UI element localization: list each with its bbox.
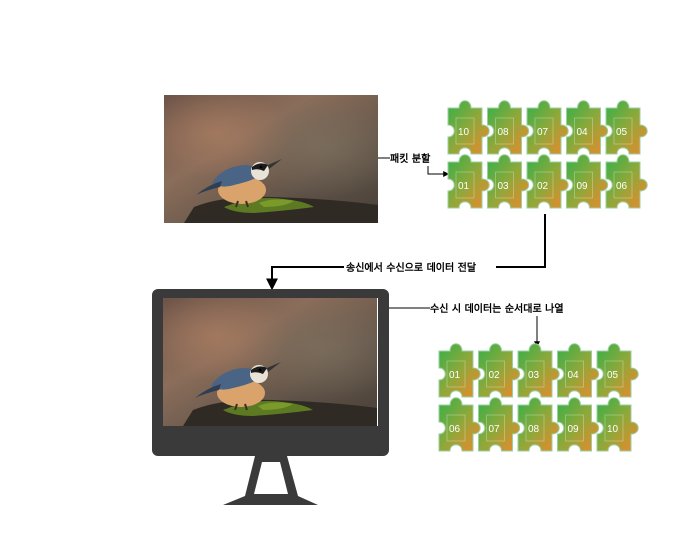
puzzle-piece: 09 <box>557 397 600 452</box>
puzzle-piece: 05 <box>605 100 648 155</box>
puzzle-piece-number: 07 <box>537 127 549 138</box>
puzzle-piece: 08 <box>517 397 560 452</box>
packet-split-label-group: 패킷 분할 <box>378 152 450 177</box>
puzzle-piece-number: 10 <box>607 424 619 435</box>
puzzle-piece: 08 <box>487 100 530 155</box>
puzzle-piece: 03 <box>517 343 560 398</box>
puzzle-piece-number: 01 <box>458 181 470 192</box>
puzzle-piece: 03 <box>487 154 530 209</box>
reassemble-label-group: 수신 시 데이터는 순서대로 나열 <box>389 302 564 348</box>
puzzle-piece-number: 05 <box>616 127 628 138</box>
puzzle-piece-number: 05 <box>607 370 619 381</box>
puzzle-piece-number: 09 <box>568 424 580 435</box>
puzzle-piece-number: 09 <box>577 181 589 192</box>
puzzle-piece: 07 <box>526 100 569 155</box>
transmit-arrow <box>266 214 546 291</box>
puzzle-piece-number: 02 <box>537 181 549 192</box>
packet-split-label: 패킷 분할 <box>390 152 431 165</box>
puzzle-piece-number: 08 <box>528 424 540 435</box>
transmit-label: 송신에서 수신으로 데이터 전달 <box>346 261 477 274</box>
puzzle-piece-number: 04 <box>577 127 589 138</box>
puzzle-piece: 06 <box>438 397 481 452</box>
puzzle-piece: 01 <box>438 343 481 398</box>
received-puzzle-pieces: 01 02 03 04 05 06 07 08 09 10 <box>438 343 639 452</box>
sent-puzzle-pieces: 10 08 07 04 05 01 03 02 09 06 <box>447 100 648 209</box>
puzzle-piece: 02 <box>526 154 569 209</box>
puzzle-piece: 04 <box>557 343 600 398</box>
puzzle-piece-number: 10 <box>458 127 470 138</box>
split-arrow <box>427 166 450 177</box>
puzzle-piece-number: 06 <box>449 424 461 435</box>
puzzle-piece: 02 <box>478 343 521 398</box>
puzzle-piece-number: 03 <box>528 370 540 381</box>
puzzle-piece-number: 08 <box>498 127 510 138</box>
puzzle-piece: 09 <box>566 154 609 209</box>
puzzle-piece: 06 <box>605 154 648 209</box>
puzzle-piece: 07 <box>478 397 521 452</box>
monitor <box>152 289 389 505</box>
puzzle-piece-number: 06 <box>616 181 628 192</box>
puzzle-piece-number: 01 <box>449 370 461 381</box>
reassemble-label: 수신 시 데이터는 순서대로 나열 <box>430 302 564 315</box>
puzzle-piece-number: 04 <box>568 370 580 381</box>
puzzle-piece-number: 07 <box>489 424 501 435</box>
puzzle-piece: 10 <box>596 397 639 452</box>
puzzle-piece: 05 <box>596 343 639 398</box>
puzzle-piece: 04 <box>566 100 609 155</box>
puzzle-piece-number: 02 <box>489 370 501 381</box>
puzzle-piece-number: 03 <box>498 181 510 192</box>
transmit-arrow-group: 송신에서 수신으로 데이터 전달 <box>266 214 546 291</box>
source-photo <box>163 94 379 224</box>
puzzle-piece: 01 <box>447 154 490 209</box>
received-photo <box>162 297 378 427</box>
puzzle-piece: 10 <box>447 100 490 155</box>
